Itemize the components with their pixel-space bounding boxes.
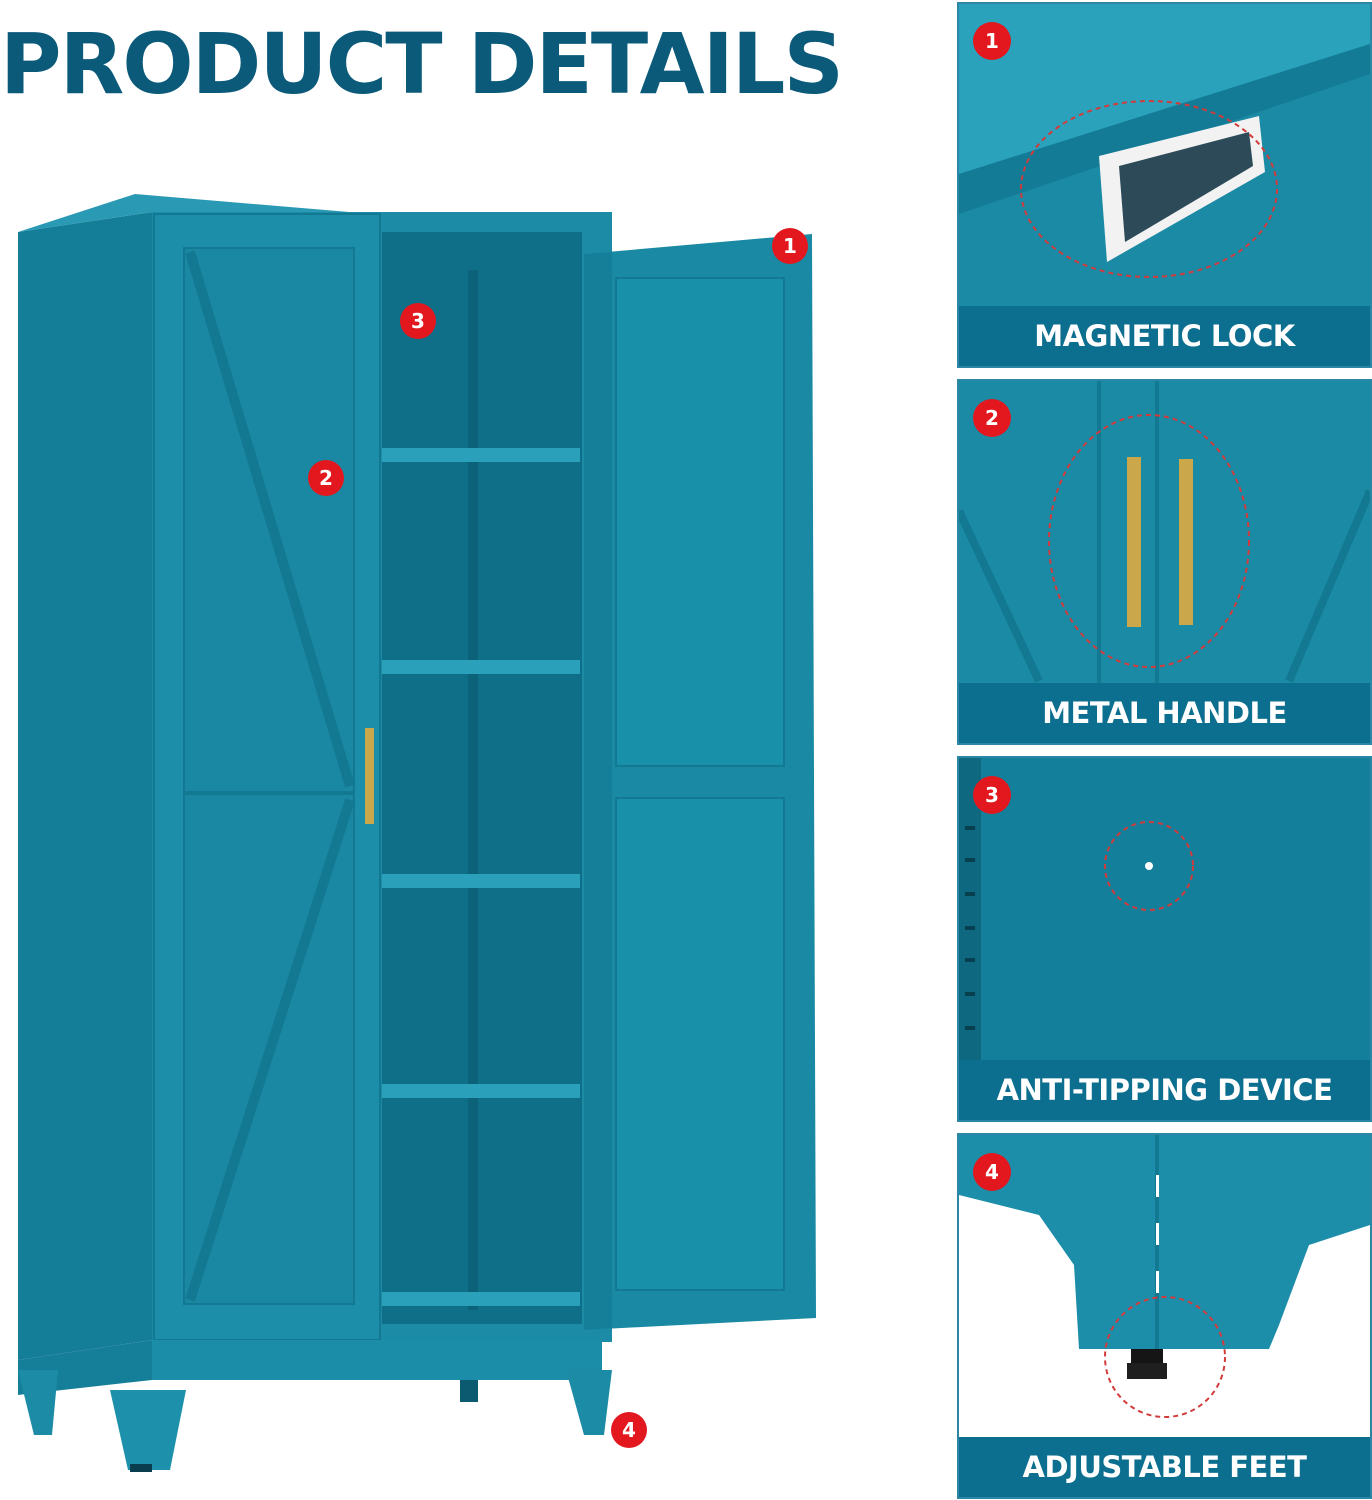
hero-marker-4: 4 <box>611 1412 647 1448</box>
feature-panel-adjustable-feet: 4 ADJUSTABLE FEET <box>957 1133 1372 1499</box>
adjustable-feet-image <box>959 1135 1370 1497</box>
panel-marker-2: 2 <box>973 399 1011 437</box>
panel-marker-1: 1 <box>973 22 1011 60</box>
panel-caption-magnetic-lock: MAGNETIC LOCK <box>959 306 1370 366</box>
hero-marker-2: 2 <box>308 460 344 496</box>
panel-caption-adjustable-feet: ADJUSTABLE FEET <box>959 1437 1370 1497</box>
panel-caption-metal-handle: METAL HANDLE <box>959 683 1370 743</box>
hero-marker-1: 1 <box>772 228 808 264</box>
magnetic-lock-image <box>959 4 1370 366</box>
panel-caption-anti-tipping-device: ANTI-TIPPING DEVICE <box>959 1060 1370 1120</box>
feature-panel-magnetic-lock: 1 MAGNETIC LOCK <box>957 2 1372 368</box>
cabinet-drawing <box>18 194 816 1472</box>
cabinet-illustration: 1 2 3 4 <box>0 180 830 1480</box>
feature-panel-anti-tipping-device: 3 ANTI-TIPPING DEVICE <box>957 756 1372 1122</box>
metal-handle-image <box>959 381 1370 743</box>
anti-tipping-device-image <box>959 758 1370 1120</box>
feature-panel-metal-handle: 2 METAL HANDLE <box>957 379 1372 745</box>
panel-marker-3: 3 <box>973 776 1011 814</box>
panel-marker-4: 4 <box>973 1153 1011 1191</box>
page-title: PRODUCT DETAILS <box>0 15 844 113</box>
hero-marker-3: 3 <box>400 303 436 339</box>
